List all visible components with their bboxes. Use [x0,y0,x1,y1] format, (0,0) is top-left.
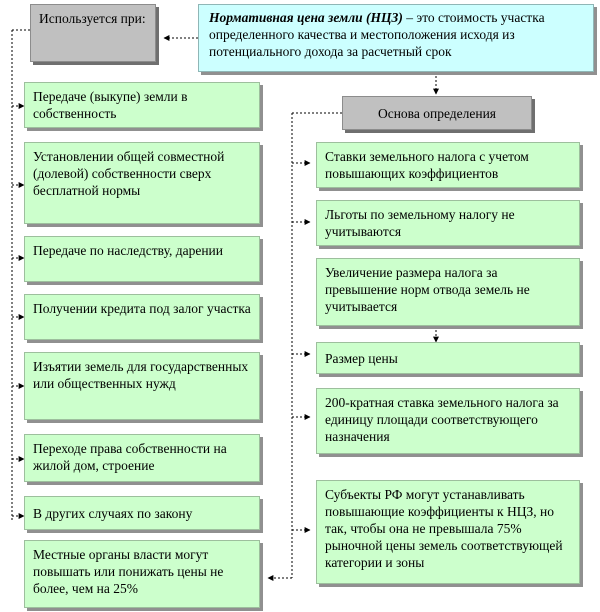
left-item-8: Местные органы власти могут повышать или… [24,540,260,608]
left-item-3-text: Передаче по наследству, дарении [33,243,223,258]
left-item-8-text: Местные органы власти могут повышать или… [33,547,224,596]
left-item-6-text: Переходе права собственности на жилой до… [33,441,227,473]
left-item-6: Переходе права собственности на жилой до… [24,434,260,482]
right-item-3: Увеличение размера налога за превышение … [316,258,580,326]
left-item-2: Установлении общей совместной (долевой) … [24,142,260,224]
basis-label: Основа определения [377,106,497,121]
left-item-3: Передаче по наследству, дарении [24,236,260,282]
basis-box: Основа определения [342,96,532,130]
right-item-1-text: Ставки земельного налога с учетом повыша… [325,149,529,181]
right-item-2: Льготы по земельному налогу не учитывают… [316,200,580,246]
left-item-1: Передаче (выкупе) земли в собственность [24,82,260,128]
left-item-4: Получении кредита под залог участка [24,294,260,340]
definition-term: Нормативная цена земли (НЦЗ) [209,10,403,25]
right-item-6: Субъекты РФ могут устанавливать повышающ… [316,480,580,584]
left-item-5-text: Изъятии земель для государственных или о… [33,359,249,391]
definition-text: – это стоимость участка определенного ка… [209,10,545,59]
right-item-4-text: Размер цены [325,351,398,366]
left-item-5: Изъятии земель для государственных или о… [24,352,260,420]
left-item-1-text: Передаче (выкупе) земли в собственность [33,89,188,121]
left-item-7: В других случаях по закону [24,496,260,530]
right-item-5: 200-кратная ставка земельного налога за … [316,388,580,454]
right-item-3-text: Увеличение размера налога за превышение … [325,265,530,314]
right-item-6-text: Субъекты РФ могут устанавливать повышающ… [325,487,563,570]
used-when-box: Используется при: [30,4,156,62]
right-item-4: Размер цены [316,342,580,374]
left-item-4-text: Получении кредита под залог участка [33,301,251,316]
left-item-7-text: В других случаях по закону [33,506,193,521]
right-item-2-text: Льготы по земельному налогу не учитывают… [325,207,515,239]
used-when-label: Используется при: [39,11,146,26]
left-item-2-text: Установлении общей совместной (долевой) … [33,149,225,198]
right-item-5-text: 200-кратная ставка земельного налога за … [325,395,559,444]
right-item-1: Ставки земельного налога с учетом повыша… [316,142,580,188]
definition-box: Нормативная цена земли (НЦЗ) – это стоим… [198,4,594,72]
